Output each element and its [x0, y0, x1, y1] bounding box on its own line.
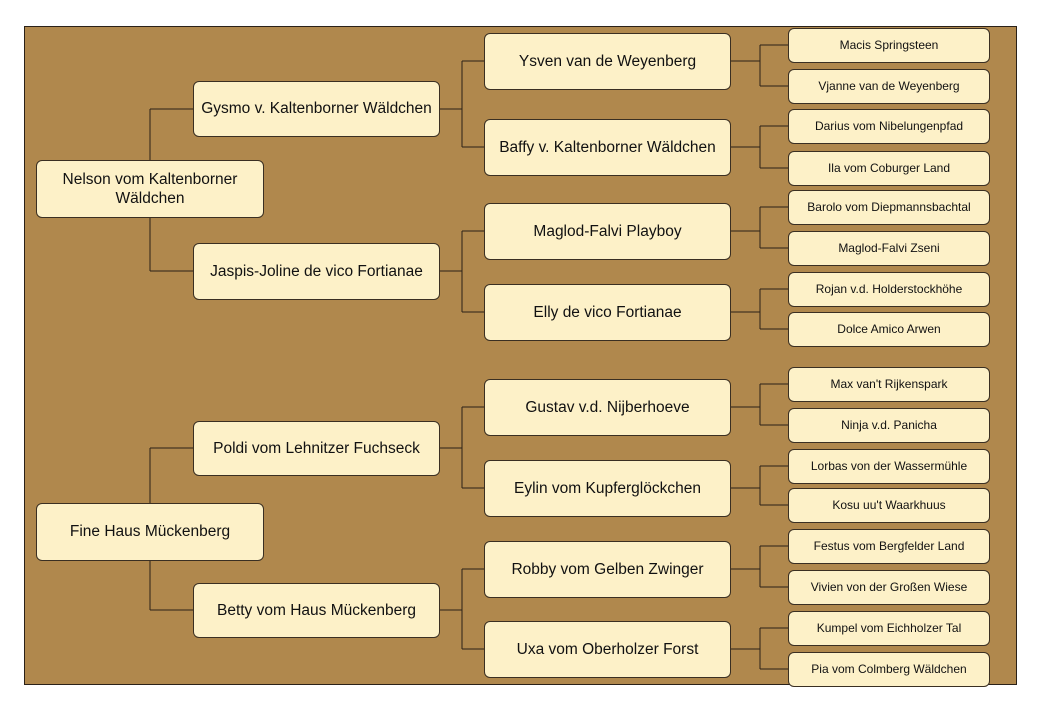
ancestor-festus: Festus vom Bergfelder Land — [788, 529, 990, 564]
ancestor-rojan: Rojan v.d. Holderstockhöhe — [788, 272, 990, 307]
ancestor-kosu: Kosu uu't Waarkhuus — [788, 488, 990, 523]
ancestor-lorbas: Lorbas von der Wassermühle — [788, 449, 990, 484]
dog-fine: Fine Haus Mückenberg — [36, 503, 264, 561]
ancestor-vivien: Vivien von der Großen Wiese — [788, 570, 990, 605]
grandsire-gustav: Gustav v.d. Nijberhoeve — [484, 379, 731, 436]
ancestor-max: Max van't Rijkenspark — [788, 367, 990, 402]
ancestor-kumpel: Kumpel vom Eichholzer Tal — [788, 611, 990, 646]
ancestor-pia: Pia vom Colmberg Wäldchen — [788, 652, 990, 687]
dog-nelson: Nelson vom Kaltenborner Wäldchen — [36, 160, 264, 218]
sire-poldi: Poldi vom Lehnitzer Fuchseck — [193, 421, 440, 476]
ancestor-dolce-amico: Dolce Amico Arwen — [788, 312, 990, 347]
ancestor-ila: Ila vom Coburger Land — [788, 151, 990, 186]
granddam-baffy: Baffy v. Kaltenborner Wäldchen — [484, 119, 731, 176]
ancestor-macis-springsteen: Macis Springsteen — [788, 28, 990, 63]
grandsire-robby: Robby vom Gelben Zwinger — [484, 541, 731, 598]
dam-jaspis-joline: Jaspis-Joline de vico Fortianae — [193, 243, 440, 300]
dam-betty: Betty vom Haus Mückenberg — [193, 583, 440, 638]
ancestor-ninja: Ninja v.d. Panicha — [788, 408, 990, 443]
ancestor-barolo: Barolo vom Diepmannsbachtal — [788, 190, 990, 225]
ancestor-maglod-zseni: Maglod-Falvi Zseni — [788, 231, 990, 266]
grandsire-ysven: Ysven van de Weyenberg — [484, 33, 731, 90]
ancestor-vjanne: Vjanne van de Weyenberg — [788, 69, 990, 104]
granddam-uxa: Uxa vom Oberholzer Forst — [484, 621, 731, 678]
granddam-elly: Elly de vico Fortianae — [484, 284, 731, 341]
ancestor-darius: Darius vom Nibelungenpfad — [788, 109, 990, 144]
sire-gysmo: Gysmo v. Kaltenborner Wäldchen — [193, 81, 440, 137]
grandsire-maglod-playboy: Maglod-Falvi Playboy — [484, 203, 731, 260]
granddam-eylin: Eylin vom Kupferglöckchen — [484, 460, 731, 517]
